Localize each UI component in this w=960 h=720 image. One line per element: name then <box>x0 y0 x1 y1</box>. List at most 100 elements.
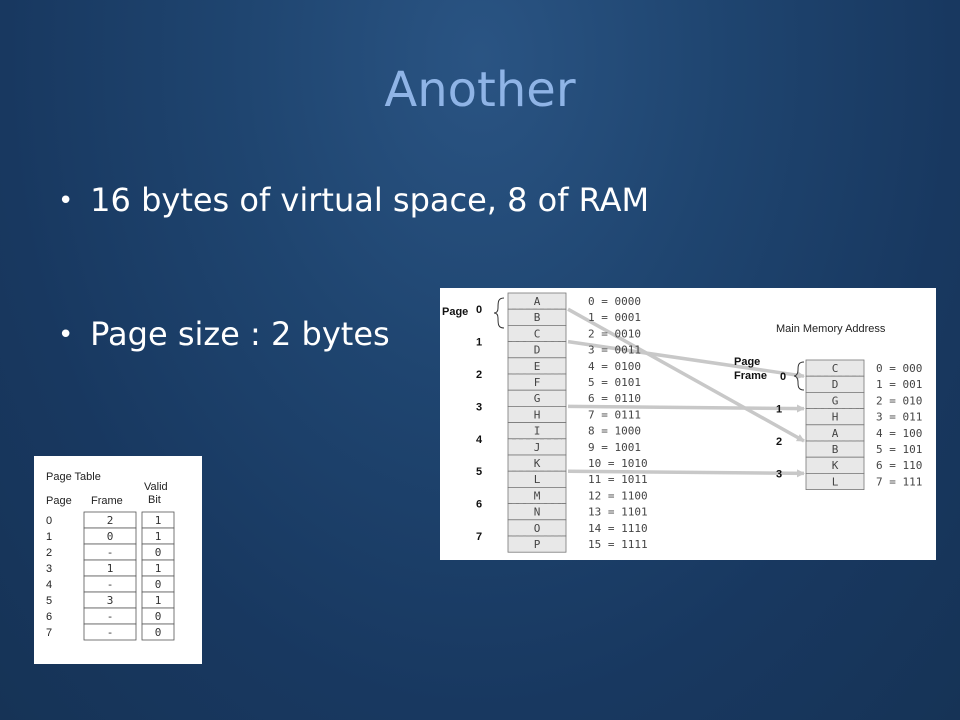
valid-value: 0 <box>155 626 162 639</box>
physical-address: 2 = 010 <box>876 394 922 407</box>
page-table-row: 3 1 1 <box>46 559 175 577</box>
valid-value: 0 <box>155 578 162 591</box>
valid-value: 1 <box>155 562 162 575</box>
virtual-address: 1 = 0001 <box>588 311 641 324</box>
frame-value: - <box>107 578 114 591</box>
page-table-title: Page Table <box>46 471 101 483</box>
page-number-label: 1 <box>476 337 482 349</box>
header-valid: Valid <box>144 481 168 493</box>
virtual-cell-label: H <box>534 408 541 421</box>
virtual-address: 8 = 1000 <box>588 425 641 438</box>
page-to-frame-arrow <box>567 404 805 413</box>
virtual-cell-label: A <box>534 295 541 308</box>
frame-number-label: 1 <box>776 404 782 416</box>
virtual-cell-label: M <box>534 489 541 502</box>
physical-cell-label: K <box>832 459 839 472</box>
virtual-cell-label: C <box>534 327 541 340</box>
physical-cell-label: C <box>832 362 839 375</box>
bullet-text: 16 bytes of virtual space, 8 of RAM <box>90 181 650 219</box>
page-number-label: 3 <box>476 401 482 413</box>
physical-address: 1 = 001 <box>876 378 922 391</box>
frame-zero-brace <box>793 361 805 391</box>
bullet-dot: • <box>58 320 74 350</box>
page-table-row: 6-0 <box>46 607 175 625</box>
frame-number-label: 0 <box>780 371 786 383</box>
page-table-panel: Page Table Page Frame Valid Bit 0 2 1 1 0 1 2 -… <box>34 456 202 664</box>
page-table-row: 1 0 1 <box>46 527 175 545</box>
virtual-address: 3 = 0011 <box>588 344 641 357</box>
virtual-address: 14 = 1110 <box>588 522 648 535</box>
physical-address: 0 = 000 <box>876 362 922 375</box>
virtual-cell-label: J <box>534 441 541 454</box>
bullet-page-size: • Page size : 2 bytes <box>58 314 390 355</box>
frame-value: - <box>107 626 114 639</box>
page-to-frame-arrow <box>567 339 805 380</box>
virtual-cell-label: I <box>534 425 541 438</box>
header-bit: Bit <box>148 494 161 506</box>
page-number-label: 4 <box>476 434 483 446</box>
virtual-address: 12 = 1100 <box>588 489 648 502</box>
virtual-address: 10 = 1010 <box>588 457 648 470</box>
valid-value: 0 <box>155 546 162 559</box>
virtual-address: 9 = 1001 <box>588 441 641 454</box>
virtual-address: 4 = 0100 <box>588 360 641 373</box>
virtual-cell-label: E <box>534 360 541 373</box>
page-table-row: 7 - 0 <box>46 623 175 641</box>
physical-cell-label: L <box>832 475 839 488</box>
frame-value: 1 <box>107 562 114 575</box>
valid-value: 0 <box>155 610 162 623</box>
valid-value: 1 <box>155 514 162 527</box>
virtual-cell-label: P <box>534 538 541 551</box>
frame-value: - <box>107 610 114 623</box>
virtual-cell-label: O <box>534 522 541 535</box>
physical-cell-label: D <box>832 378 839 391</box>
bullet-text: Page size : 2 bytes <box>90 315 390 353</box>
page-table-row: 4 - 0 <box>46 575 175 593</box>
page-number: 1 <box>46 531 52 543</box>
virtual-cell-label: F <box>534 376 541 389</box>
page-number-label: 7 <box>476 531 482 543</box>
page-zero-brace <box>493 297 505 329</box>
frame-cell <box>83 623 137 641</box>
page-number-label: 0 <box>476 304 482 316</box>
virtual-address: 2 = 0010 <box>588 327 641 340</box>
page-frame-label-line2: Frame <box>734 370 767 382</box>
slide-title: Another <box>384 62 576 118</box>
header-page: Page <box>46 495 72 507</box>
virtual-address: 5 = 0101 <box>588 376 641 389</box>
page-number: 3 <box>46 563 52 575</box>
physical-address: 7 = 111 <box>876 475 922 488</box>
virtual-address: 15 = 1111 <box>588 538 648 551</box>
physical-cell-label: B <box>832 443 839 456</box>
virtual-address: 0 = 0000 <box>588 295 641 308</box>
header-frame: Frame <box>91 495 123 507</box>
bullet-virtual-space: • 16 bytes of virtual space, 8 of RAM <box>58 180 649 221</box>
frame-value: 0 <box>107 530 114 543</box>
physical-cell-label: G <box>832 394 839 407</box>
frame-value: - <box>107 546 114 559</box>
physical-cell-label: A <box>832 427 839 440</box>
virtual-cell-label: B <box>534 311 541 324</box>
page-number: 5 <box>46 595 52 607</box>
physical-address: 6 = 110 <box>876 459 922 472</box>
virtual-cell-label: D <box>534 344 541 357</box>
virtual-cell-label: N <box>534 506 541 519</box>
page-frame-label-line1: Page <box>734 356 760 368</box>
page-to-frame-arrow <box>567 307 805 443</box>
frame-value: 2 <box>107 514 114 527</box>
frame-number-label: 3 <box>776 468 782 480</box>
frame-value: 3 <box>107 594 114 607</box>
valid-value: 1 <box>155 530 162 543</box>
page-number: 4 <box>46 579 52 591</box>
valid-cell <box>141 623 175 641</box>
page-number: 7 <box>46 627 52 639</box>
page-table-row: 2 - 0 <box>46 543 175 561</box>
page-table: Page Table Page Frame Valid Bit 0 2 1 1 0 1 2 -… <box>46 471 175 641</box>
page-number: 2 <box>46 547 52 559</box>
page-number-label: 5 <box>476 466 482 478</box>
physical-cell-label: H <box>832 411 839 424</box>
